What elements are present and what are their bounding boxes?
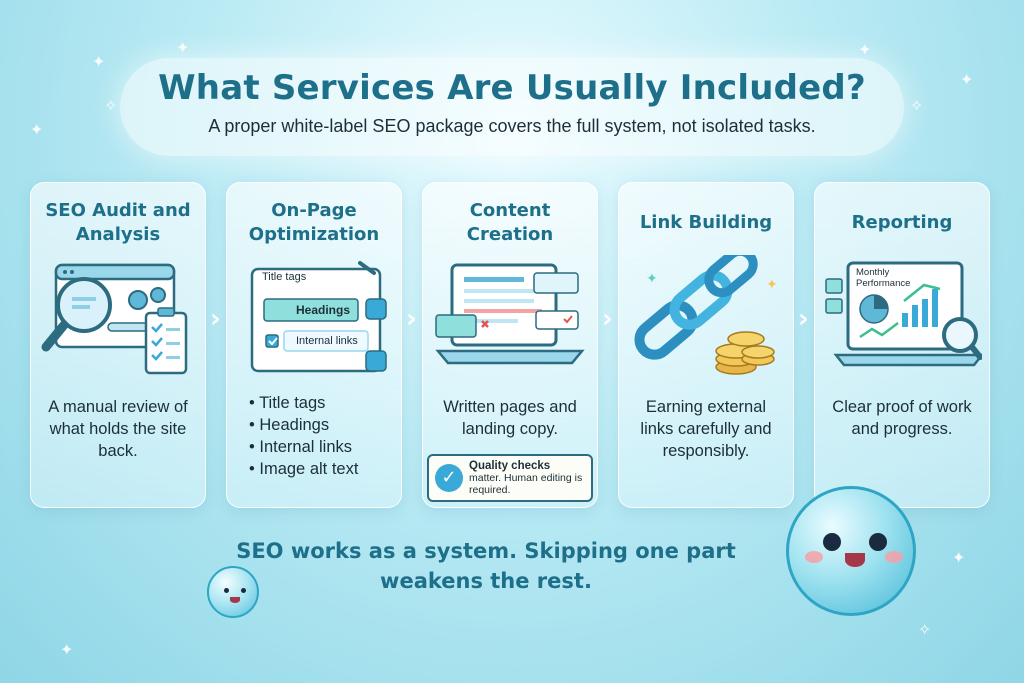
- sparkle-icon: ✦: [858, 40, 872, 59]
- card-seo-audit: SEO Audit and Analysis A manual review o…: [30, 182, 206, 508]
- title-banner: What Services Are Usually Included? A pr…: [120, 58, 904, 156]
- chevron-right-icon: ›: [602, 304, 613, 334]
- illustration-label-title-tags: Title tags: [262, 271, 307, 283]
- illustration-label-headings: Headings: [296, 303, 351, 317]
- bubble-mascot-icon: [786, 486, 916, 616]
- sparkle-icon: ✦: [92, 52, 106, 71]
- card-on-page-optimization: On-Page Optimization Title tags Headings…: [226, 182, 402, 508]
- small-bubble-mascot-icon: [207, 566, 259, 618]
- footer-message: SEO works as a system. Skipping one part…: [236, 539, 736, 593]
- sparkle-icon: ✦: [30, 120, 44, 139]
- report-dashboard-icon: Monthly Performance: [822, 255, 985, 380]
- chevron-right-icon: ›: [210, 304, 221, 334]
- sparkle-icon: ✦: [952, 548, 966, 567]
- chevron-right-icon: ›: [406, 304, 417, 334]
- card-title: Link Building: [639, 212, 773, 233]
- check-badge-icon: ✓: [435, 464, 463, 492]
- laptop-writing-icon: [430, 255, 590, 380]
- svg-text:✦: ✦: [766, 277, 778, 293]
- illustration-label-internal-links: Internal links: [296, 335, 358, 347]
- list-item: Image alt text: [249, 458, 401, 480]
- webpage-editing-icon: Title tags Headings Internal links: [234, 255, 394, 380]
- card-description: A manual review of what holds the site b…: [48, 398, 188, 460]
- card-content-creation: Content Creation Written pages and landi…: [422, 182, 598, 508]
- sparkle-icon: ✧: [910, 96, 924, 115]
- list-item: Title tags: [249, 392, 401, 414]
- sparkle-icon: ✦: [60, 640, 74, 659]
- svg-text:✦: ✦: [646, 271, 658, 287]
- sparkle-icon: ✧: [918, 620, 932, 639]
- sparkle-icon: ✦: [960, 70, 974, 89]
- chevron-right-icon: ›: [798, 304, 809, 334]
- card-description: Earning external links carefully and res…: [640, 398, 772, 460]
- card-link-building: Link Building ✦ ✦ Earning external links…: [618, 182, 794, 508]
- card-title: SEO Audit and Analysis: [45, 200, 191, 245]
- chain-link-coins-icon: ✦ ✦: [626, 246, 786, 380]
- card-description: Written pages and landing copy.: [443, 398, 577, 438]
- card-description: Clear proof of work and progress.: [832, 398, 972, 438]
- page-title: What Services Are Usually Included?: [158, 68, 866, 108]
- card-reporting: Reporting Monthly Performance Clear proo…: [814, 182, 990, 508]
- quality-note-text: Quality checks matter. Human editing is …: [469, 460, 585, 496]
- card-title: On-Page Optimization: [248, 200, 380, 245]
- list-item: Internal links: [249, 436, 401, 458]
- quality-note-bold: Quality checks: [469, 460, 551, 472]
- bullet-list: Title tags Headings Internal links Image…: [249, 392, 401, 480]
- page-subtitle: A proper white-label SEO package covers …: [208, 116, 816, 136]
- illustration-label-monthly-performance: Monthly Performance: [856, 267, 911, 289]
- card-title: Reporting: [851, 212, 953, 233]
- sparkle-icon: ✧: [104, 96, 118, 115]
- quality-note: ✓ Quality checks matter. Human editing i…: [427, 454, 593, 502]
- magnifier-browser-checklist-icon: [38, 255, 198, 380]
- card-title: Content Creation: [466, 200, 554, 245]
- quality-note-body: matter. Human editing is required.: [469, 472, 583, 496]
- list-item: Headings: [249, 414, 401, 436]
- sparkle-icon: ✦: [176, 38, 190, 57]
